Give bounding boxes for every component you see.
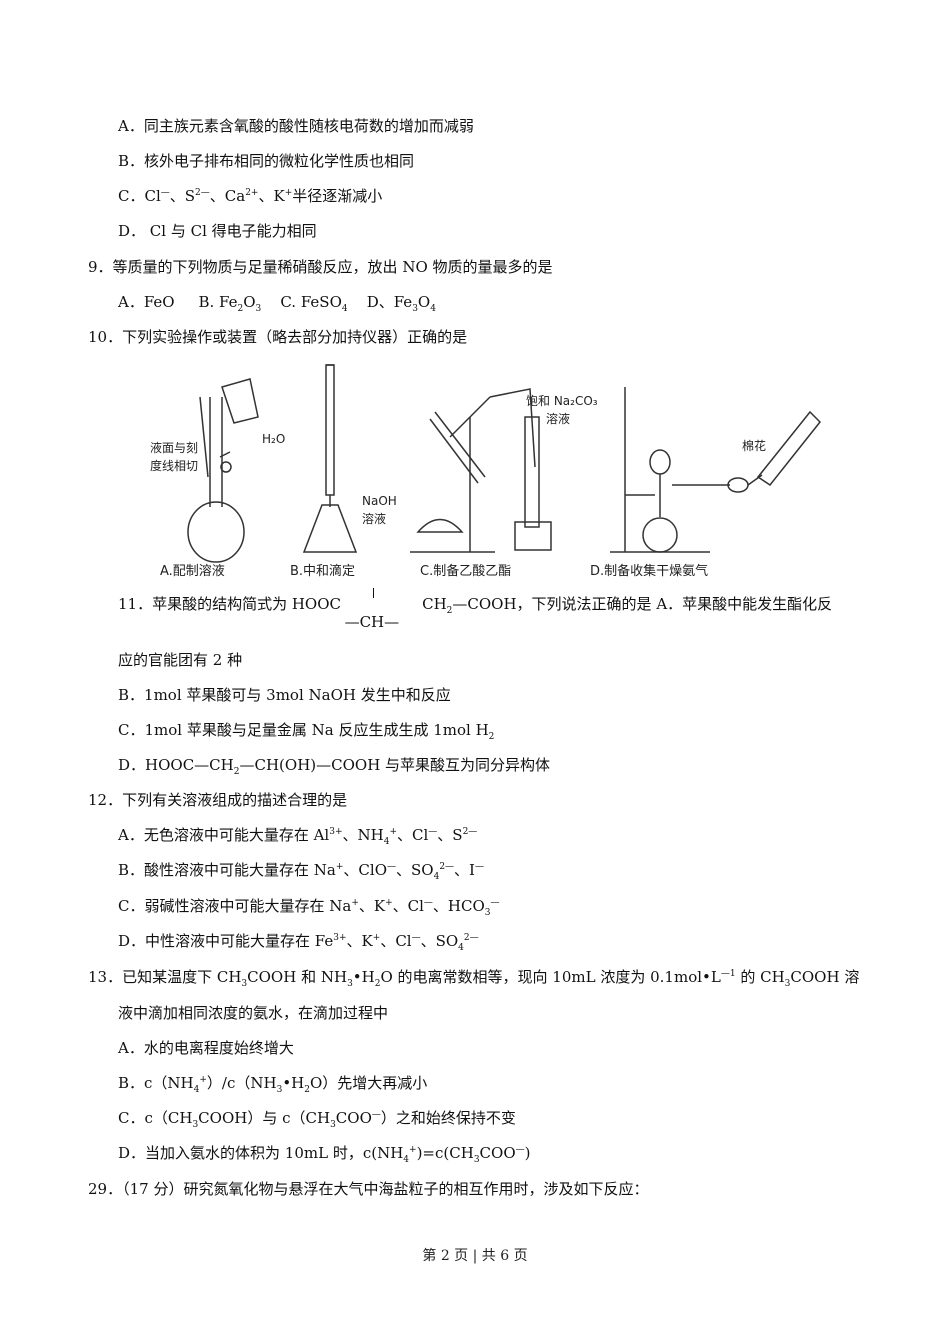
q13-stem-cont: 液中滴加相同浓度的氨水，在滴加过程中 [118, 1004, 389, 1022]
ethyl-acetate-apparatus [410, 388, 552, 553]
page-footer: 第 2 页 | 共 6 页 [422, 1248, 528, 1264]
q8-option-a: A．同主族元素含氧酸的酸性随核电荷数的增加而减弱 [118, 117, 474, 135]
q12-option-c: C．弱碱性溶液中可能大量存在 Na+、K+、Cl—、HCO3— [118, 897, 500, 918]
caption-b: B.中和滴定 [290, 563, 355, 579]
q11-stem: 11．苹果酸的结构简式为 HOOC —CH— CH2—COOH，下列说法正确的是… [118, 588, 832, 631]
q13-option-c: C．c（CH3COOH）与 c（CH3COO—）之和始终保持不变 [118, 1109, 516, 1130]
q13-stem: 13．已知某温度下 CH3COOH 和 NH3•H2O 的电离常数相等，现向 1… [88, 968, 860, 989]
q11-branch: —CH— [345, 588, 413, 631]
label-cotton: 棉花 [742, 438, 766, 453]
q10-stem: 10．下列实验操作或装置（略去部分加持仪器）正确的是 [88, 328, 468, 346]
q11-option-c: C．1mol 苹果酸与足量金属 Na 反应生成生成 1mol H2 [118, 721, 495, 742]
label-na2co3-1: 饱和 Na₂CO₃ [526, 393, 598, 408]
q8-option-c: C．Cl—、S2—、Ca2+、K+半径逐渐减小 [118, 187, 383, 205]
q12-option-d: D．中性溶液中可能大量存在 Fe3+、K+、Cl—、SO42— [118, 932, 479, 953]
caption-c: C.制备乙酸乙酯 [420, 563, 511, 579]
q13-option-d: D．当加入氨水的体积为 10mL 时，c(NH4+)=c(CH3COO—) [118, 1144, 531, 1165]
q13-option-b: B．c（NH4+）/c（NH3•H2O）先增大再减小 [118, 1074, 428, 1095]
label-na2co3-2: 溶液 [546, 411, 570, 426]
label-liquid-level-2: 度线相切 [150, 458, 198, 473]
volumetric-flask-apparatus [187, 378, 259, 563]
label-naoh-1: NaOH [362, 494, 397, 508]
apparatus-figure: 液面与刻 度线相切 H₂O NaOH 溶液 饱和 Na₂CO₃ 溶液 棉花 A.… [150, 364, 822, 579]
label-naoh-2: 溶液 [362, 511, 386, 526]
q12-stem: 12．下列有关溶液组成的描述合理的是 [88, 791, 348, 809]
caption-d: D.制备收集干燥氨气 [590, 563, 708, 579]
q9-stem: 9．等质量的下列物质与足量稀硝酸反应，放出 NO 物质的量最多的是 [88, 258, 553, 276]
q8-option-b: B．核外电子排布相同的微粒化学性质也相同 [118, 152, 415, 170]
q12-option-a: A．无色溶液中可能大量存在 Al3+、NH4+、Cl—、S2— [118, 826, 478, 847]
q11-stem-cont: 应的官能团有 2 种 [118, 651, 243, 669]
q12-option-b: B．酸性溶液中可能大量存在 Na+、ClO—、SO42—、I— [118, 861, 484, 882]
ammonia-apparatus [610, 387, 822, 553]
q11-option-d: D．HOOC—CH2—CH(OH)—COOH 与苹果酸互为同分异构体 [118, 756, 551, 777]
q13-option-a: A．水的电离程度始终增大 [118, 1039, 294, 1057]
burette-apparatus [302, 364, 358, 553]
label-h2o: H₂O [262, 432, 285, 446]
q29-stem: 29．（17 分）研究氮氧化物与悬浮在大气中海盐粒子的相互作用时，涉及如下反应： [88, 1180, 649, 1198]
q9-options: A．FeO B. Fe2O3 C. FeSO4 D、Fe3O4 [118, 293, 436, 314]
label-liquid-level-1: 液面与刻 [150, 440, 198, 455]
caption-a: A.配制溶液 [160, 564, 225, 579]
q8-option-d: D． Cl 与 Cl 得电子能力相同 [118, 222, 317, 240]
q11-option-b: B．1mol 苹果酸可与 3mol NaOH 发生中和反应 [118, 686, 451, 704]
